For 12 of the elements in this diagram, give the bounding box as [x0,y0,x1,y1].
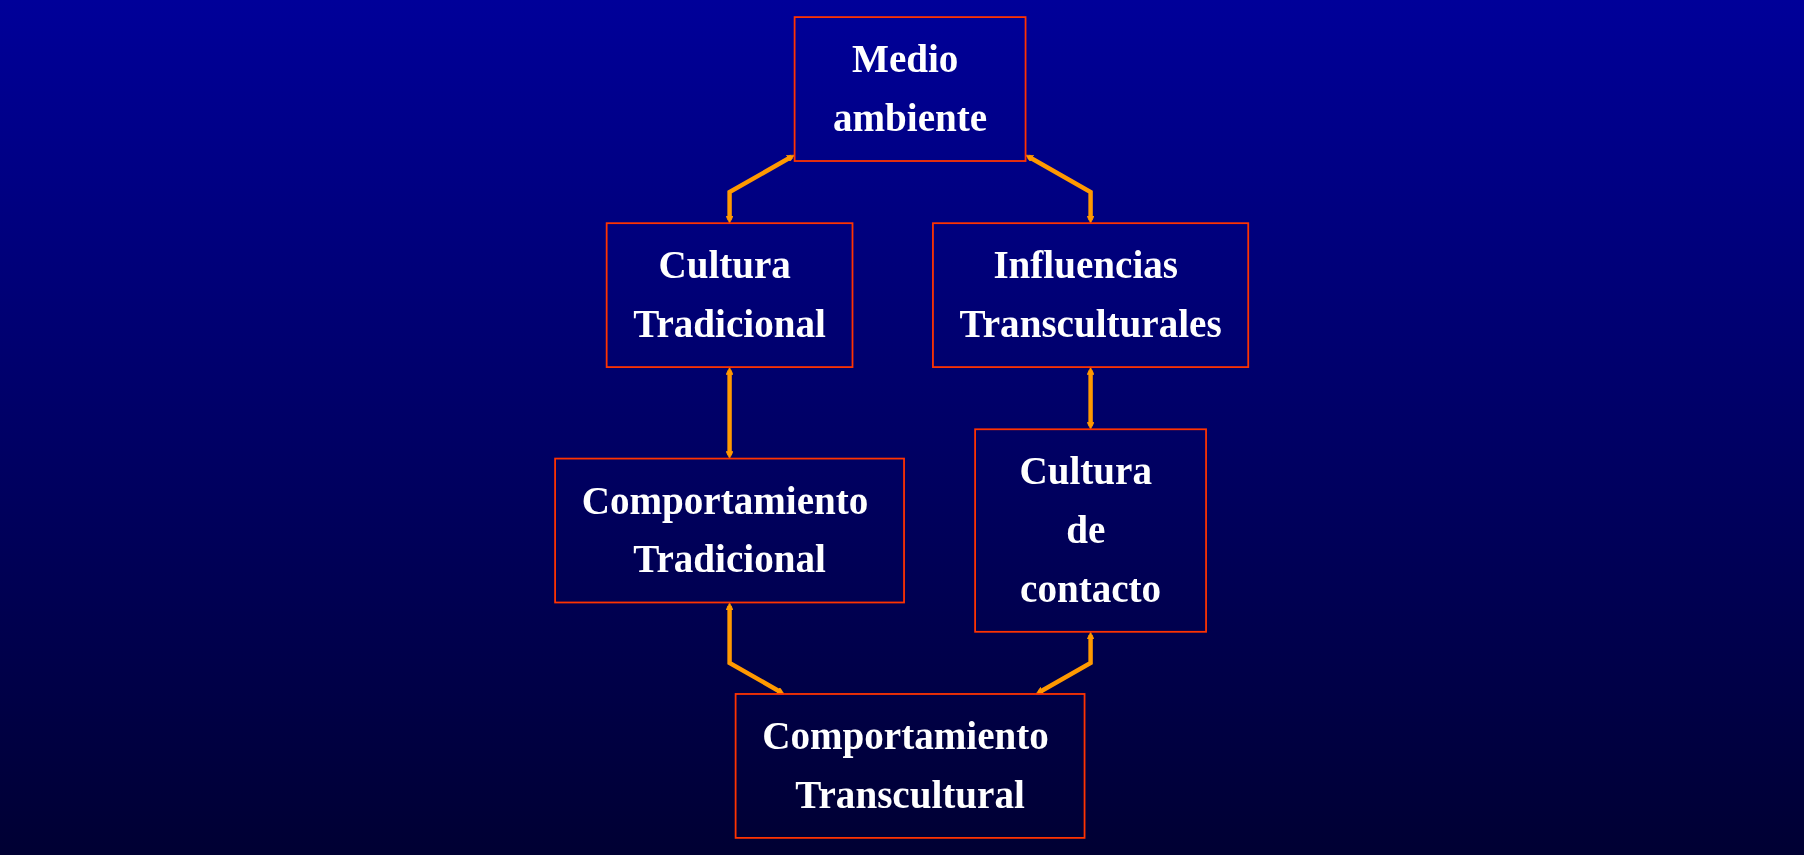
node-box: Comportamiento Tradicional [554,457,906,604]
arrow [1025,154,1095,224]
arrow [726,154,795,224]
node-box: Cultura de contacto [974,428,1208,633]
node-box: Cultura Tradicional [606,222,854,368]
arrow [1036,631,1095,695]
arrow [1087,367,1095,430]
arrow [726,367,734,459]
node-box: Influencias Transculturales [932,222,1250,368]
node-box: Comportamiento Transcultural [735,693,1086,839]
arrow [726,602,785,695]
node-box: Medio ambiente [794,16,1027,162]
